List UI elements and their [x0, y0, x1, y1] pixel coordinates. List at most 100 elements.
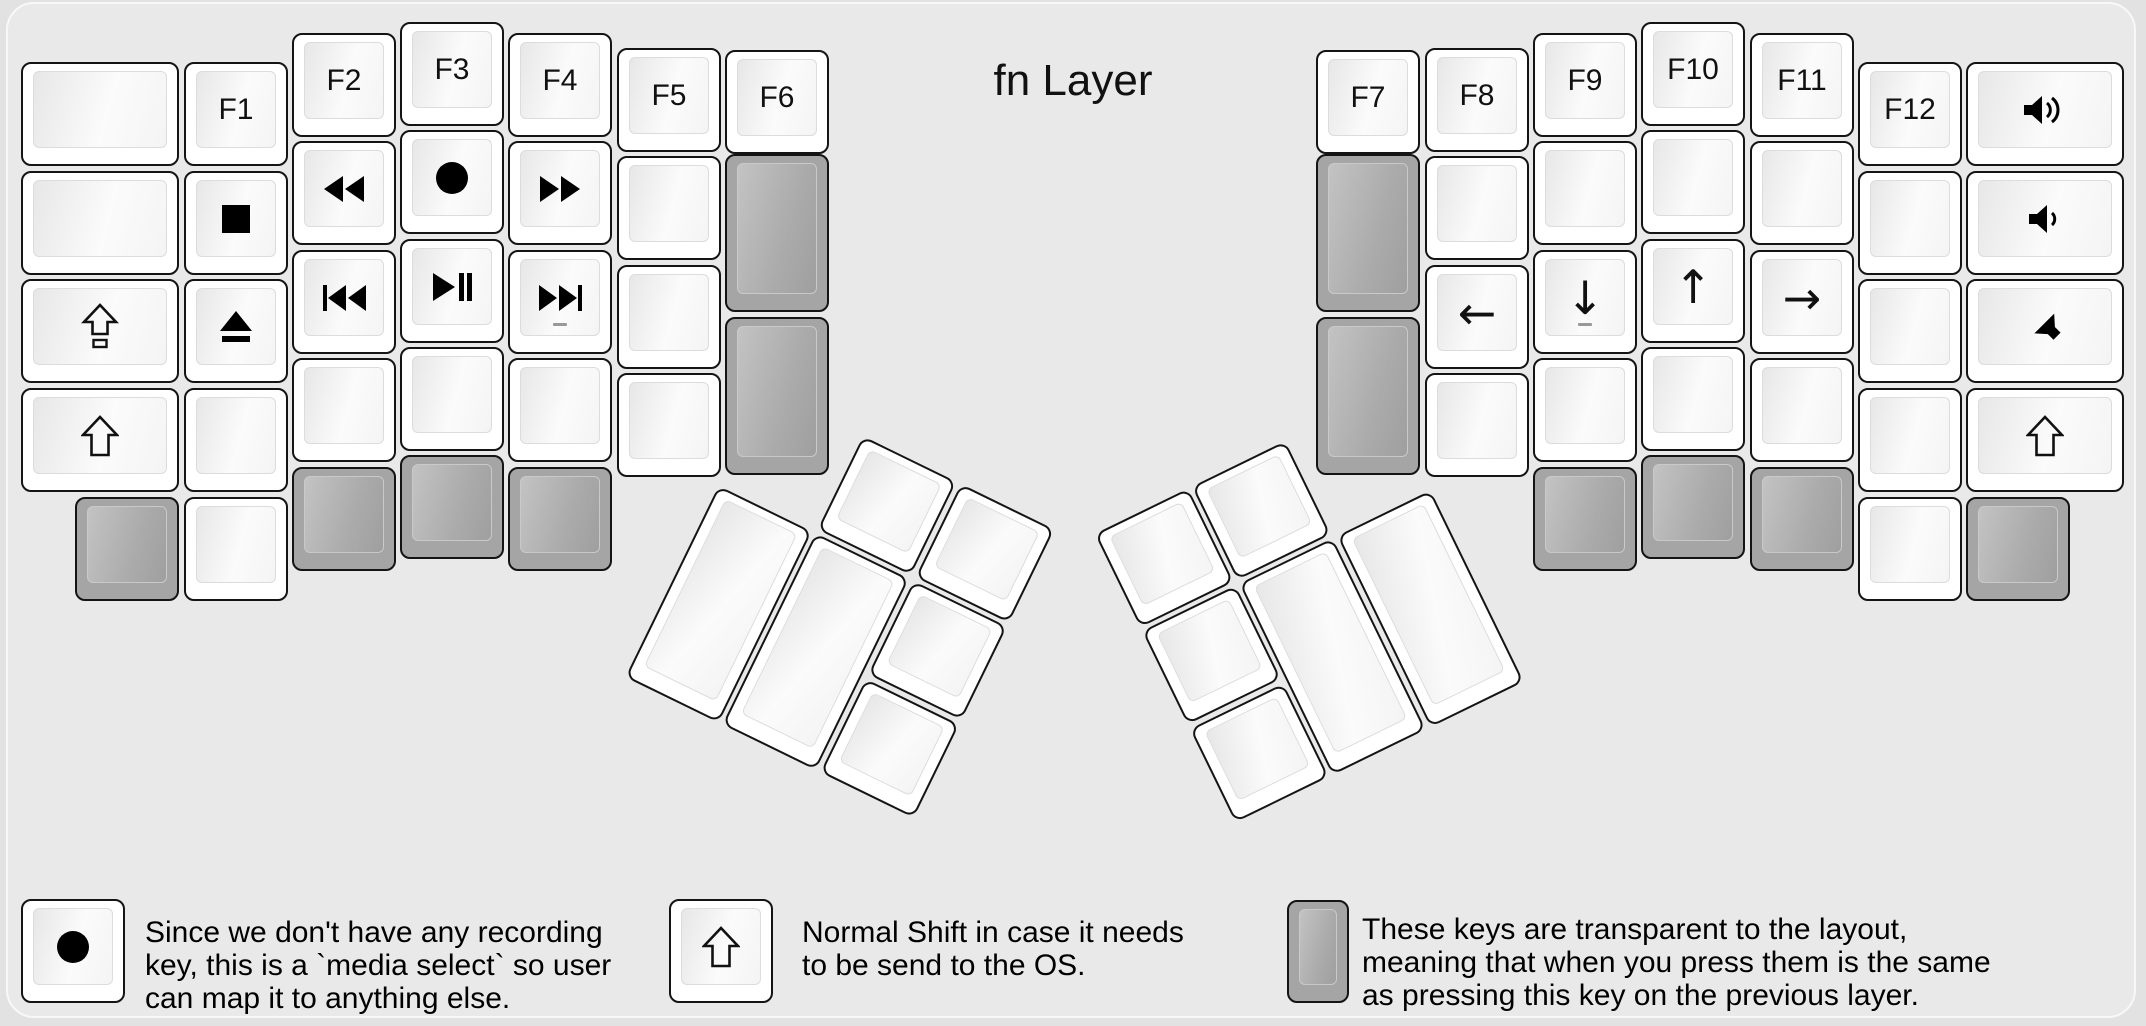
key-record[interactable] [400, 130, 504, 234]
keycap-top [1653, 464, 1733, 541]
key-f4[interactable]: F4 [508, 33, 612, 137]
key-r-c13-r4[interactable] [1858, 388, 1962, 492]
key-l-bottom-trans-3[interactable] [400, 455, 504, 559]
key-play-pause[interactable] [400, 239, 504, 343]
keycap-top [520, 367, 600, 444]
key-r-c9-r2[interactable] [1425, 156, 1529, 260]
key-volume-up[interactable] [1966, 62, 2124, 166]
key-r-bottom-trans-2[interactable] [1641, 455, 1745, 559]
keycap-top [1870, 506, 1950, 583]
key-f9[interactable]: F9 [1533, 33, 1637, 137]
key-label: ↑ [1673, 259, 1713, 314]
legend-text-line: Since we don't have any recording [145, 916, 603, 949]
keycap-top [412, 464, 492, 541]
shift-icon [81, 414, 119, 458]
key-f6[interactable]: F6 [725, 50, 829, 154]
key-eject[interactable] [184, 279, 288, 383]
eject-icon [217, 310, 255, 344]
keycap-top: F5 [629, 57, 709, 134]
page-title: fn Layer [993, 56, 1153, 105]
keycap-top [1762, 476, 1842, 553]
key-r-c11-r2[interactable] [1641, 130, 1745, 234]
key-f7[interactable]: F7 [1316, 50, 1420, 154]
key-f12[interactable]: F12 [1858, 62, 1962, 166]
key-r-c10-r4[interactable] [1533, 358, 1637, 462]
key-l-c6-r3[interactable] [617, 265, 721, 369]
key-f5[interactable]: F5 [617, 48, 721, 152]
keycap-top: ↓ [1545, 259, 1625, 336]
key-prev-track[interactable] [292, 250, 396, 354]
key-shift-left[interactable] [21, 388, 179, 492]
key-l-trans-tall-1[interactable] [725, 154, 829, 312]
keycap-top [520, 476, 600, 553]
keycap-top [885, 594, 992, 699]
key-arrow-right[interactable]: → [1750, 250, 1854, 354]
key-legend-shift[interactable] [669, 899, 773, 1003]
key-l-bottom-trans-4[interactable] [508, 467, 612, 571]
key-next-track[interactable] [508, 250, 612, 354]
key-r-trans-tall-2[interactable] [1316, 317, 1420, 475]
key-f2[interactable]: F2 [292, 33, 396, 137]
key-l-c6-r4[interactable] [617, 373, 721, 477]
key-arrow-up[interactable]: ↑ [1641, 239, 1745, 343]
key-label: ← [1457, 285, 1497, 340]
legend-text-line: as pressing this key on the previous lay… [1362, 979, 1919, 1012]
key-l-bottom-blank[interactable] [184, 497, 288, 601]
key-r-c10-r2[interactable] [1533, 141, 1637, 245]
key-rewind[interactable] [292, 141, 396, 245]
key-r-bottom-trans-1[interactable] [1533, 467, 1637, 571]
keycap-top [1978, 397, 2112, 474]
key-l-c4-r4[interactable] [400, 347, 504, 451]
key-f10[interactable]: F10 [1641, 22, 1745, 126]
key-f8[interactable]: F8 [1425, 48, 1529, 152]
key-r-c12-r4[interactable] [1750, 358, 1854, 462]
key-label: F1 [218, 92, 254, 126]
key-shift-right[interactable] [1966, 388, 2124, 492]
keycap-top [1978, 506, 2058, 583]
keycap-top [1653, 139, 1733, 216]
key-l-bottom-trans-1[interactable] [75, 497, 179, 601]
key-l-c2-r4[interactable] [184, 388, 288, 492]
key-legend-record[interactable] [21, 899, 125, 1003]
key-r-bottom-trans-4[interactable] [1966, 497, 2070, 601]
keycap-top [196, 180, 276, 257]
key-r-c11-r4[interactable] [1641, 347, 1745, 451]
key-l-trans-tall-2[interactable] [725, 317, 829, 475]
key-f3[interactable]: F3 [400, 22, 504, 126]
key-l-bottom-trans-2[interactable] [292, 467, 396, 571]
key-f1[interactable]: F1 [184, 62, 288, 166]
key-label: ↓ [1565, 270, 1605, 325]
key-f11[interactable]: F11 [1750, 33, 1854, 137]
front-legend-dash [553, 323, 567, 326]
key-fast-forward[interactable] [508, 141, 612, 245]
key-caps-shift[interactable] [21, 279, 179, 383]
key-l-c1-r1[interactable] [21, 62, 179, 166]
legend-text-line: key, this is a `media select` so user [145, 949, 612, 982]
keycap-top: F7 [1328, 59, 1408, 136]
key-arrow-left[interactable]: ← [1425, 265, 1529, 369]
key-l-c1-r2[interactable] [21, 171, 179, 275]
keycap-top [1437, 382, 1517, 459]
key-l-c5-r4[interactable] [508, 358, 612, 462]
key-volume-mute[interactable] [1966, 279, 2124, 383]
key-stop[interactable] [184, 171, 288, 275]
key-r-trans-tall-1[interactable] [1316, 154, 1420, 312]
key-l-c6-r2[interactable] [617, 156, 721, 260]
volume-mute-icon [2025, 308, 2065, 346]
key-l-c3-r4[interactable] [292, 358, 396, 462]
key-volume-down[interactable] [1966, 171, 2124, 275]
key-r-c9-r4[interactable] [1425, 373, 1529, 477]
keycap-top [681, 908, 761, 985]
keycap-top: F9 [1545, 42, 1625, 119]
key-r-c12-r2[interactable] [1750, 141, 1854, 245]
key-r-c13-r2[interactable] [1858, 171, 1962, 275]
keycap-top [1437, 165, 1517, 242]
prev-track-icon [321, 283, 367, 313]
key-arrow-down[interactable]: ↓ [1533, 250, 1637, 354]
key-r-c13-r3[interactable] [1858, 279, 1962, 383]
key-r-bottom-trans-3[interactable] [1750, 467, 1854, 571]
key-r-bottom-blank[interactable] [1858, 497, 1962, 601]
key-legend-transparent[interactable] [1287, 900, 1349, 1003]
